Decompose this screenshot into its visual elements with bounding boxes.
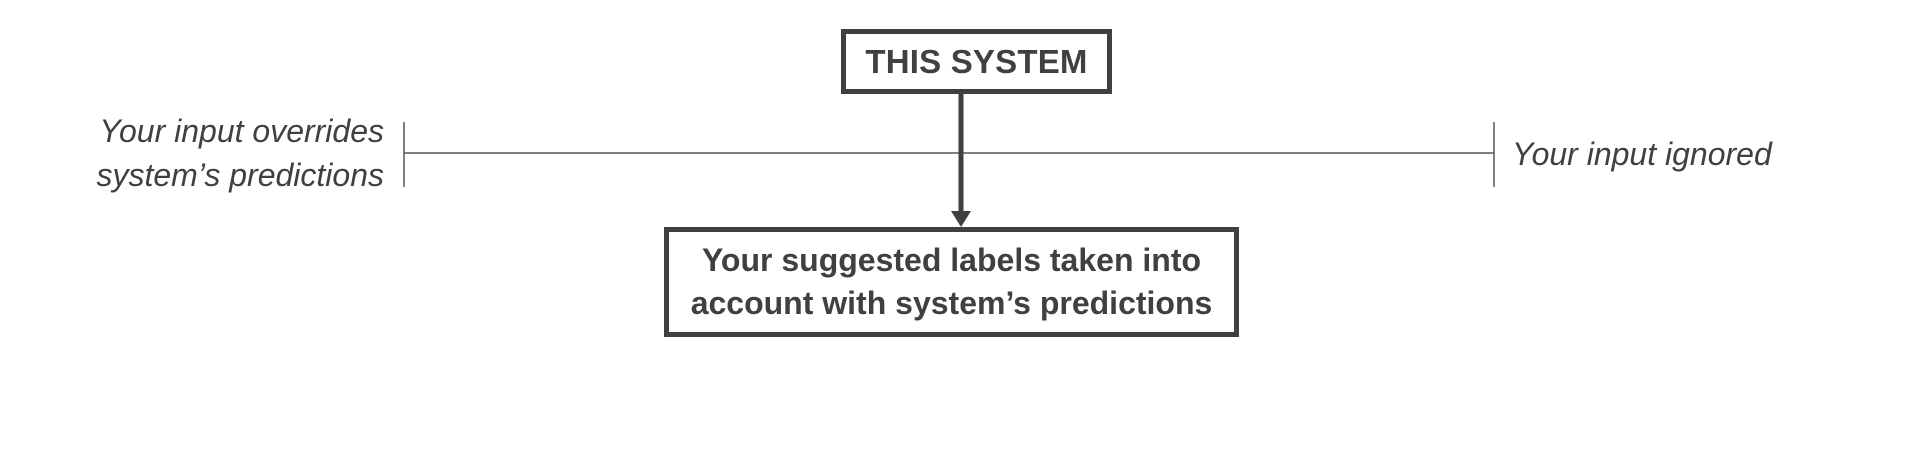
suggested-labels-box: Your suggested labels taken into account… — [664, 227, 1239, 337]
left-end-label: Your input overrides system’s prediction… — [96, 113, 384, 193]
right-end-label: Your input ignored — [1512, 136, 1772, 172]
this-system-label: THIS SYSTEM — [865, 42, 1088, 80]
this-system-box: THIS SYSTEM — [841, 29, 1112, 94]
suggested-labels-text: Your suggested labels taken into account… — [690, 242, 1213, 321]
connector-arrowhead — [951, 211, 971, 227]
